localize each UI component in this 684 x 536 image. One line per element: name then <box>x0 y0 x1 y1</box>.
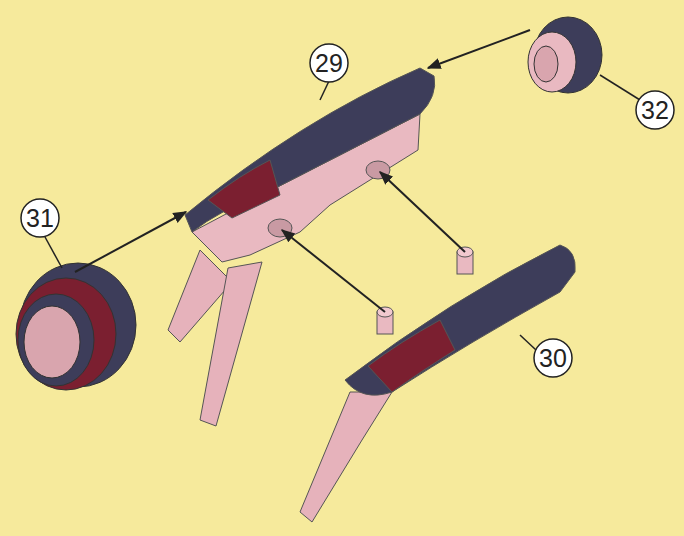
part-31 <box>16 263 136 390</box>
assembly-arrows <box>75 30 530 312</box>
part-30 <box>300 245 575 522</box>
callout-number: 32 <box>635 90 675 130</box>
callout-number: 30 <box>533 338 573 378</box>
callout-number: 29 <box>309 43 349 83</box>
callout-circles <box>21 44 674 377</box>
callout-number: 31 <box>20 198 60 238</box>
part-32 <box>528 17 602 93</box>
